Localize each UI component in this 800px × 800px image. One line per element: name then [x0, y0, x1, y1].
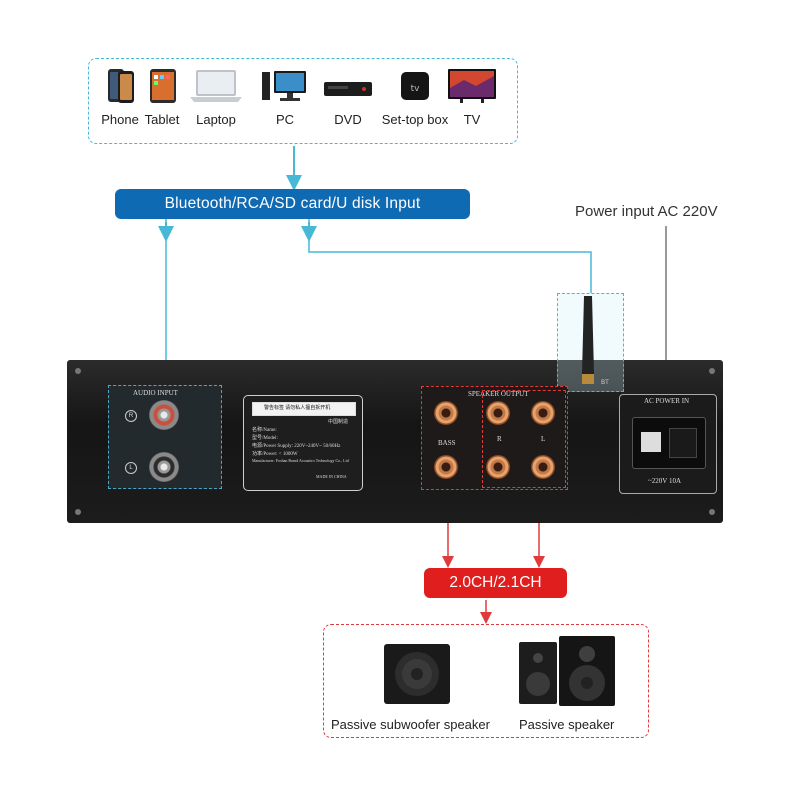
channel-r-marker: R: [125, 410, 137, 422]
speakers-box: [323, 624, 649, 738]
ac-power-panel: AC POWER IN ~220V 10A: [619, 394, 717, 494]
device-set-top-box: tv Set-top box: [374, 66, 456, 127]
device-pc: PC: [255, 66, 315, 127]
tablet-icon: [150, 69, 176, 103]
set-top-box-icon: tv: [401, 72, 429, 100]
dvd-icon: [324, 82, 372, 96]
audio-input-panel: AUDIO INPUT R L: [108, 385, 222, 489]
device-label: Tablet: [144, 112, 180, 127]
bt-label: BT: [601, 379, 609, 386]
plate-power: 功率/Power: < 1000W: [252, 452, 298, 457]
plate-maker: Manufacturer: Foshan Brand Acoustics Tec…: [252, 458, 349, 463]
subwoofer-icon: [384, 644, 450, 704]
bookshelf-speakers-icon: [519, 636, 615, 706]
device-tablet: Tablet: [132, 66, 192, 127]
l-positive-terminal[interactable]: [531, 401, 555, 425]
ac-socket[interactable]: [632, 417, 706, 469]
bass-label: BASS: [438, 439, 456, 447]
device-phone: Phone: [90, 66, 150, 127]
input-to-antenna-line: [308, 219, 592, 293]
plate-made-in: MADE IN CHINA: [316, 474, 347, 479]
bass-positive-terminal[interactable]: [434, 401, 458, 425]
device-label: Laptop: [196, 112, 236, 127]
device-label: DVD: [334, 112, 362, 127]
laptop-icon: [190, 70, 242, 102]
speaker-label: Passive speaker: [519, 717, 615, 732]
rca-jack-left[interactable]: [149, 452, 179, 482]
screw-icon: [75, 509, 81, 515]
r-output-label: R: [497, 435, 502, 443]
bass-negative-terminal[interactable]: [434, 455, 458, 479]
screw-icon: [75, 368, 81, 374]
subwoofer-label: Passive subwoofer speaker: [331, 717, 490, 732]
screw-icon: [709, 509, 715, 515]
speaker-output-label: SPEAKER OUTPUT: [468, 390, 529, 398]
plate-name: 名称/Name:: [252, 428, 277, 433]
device-dvd: DVD: [318, 66, 378, 127]
plate-supply: 电源/Power Supply: 220V~240V~ 50/60Hz: [252, 444, 341, 449]
tv-icon: [448, 69, 496, 103]
ac-power-label: AC POWER IN: [644, 397, 690, 405]
audio-input-label: AUDIO INPUT: [133, 389, 178, 397]
l-output-label: L: [541, 435, 546, 443]
r-positive-terminal[interactable]: [486, 401, 510, 425]
plate-model: 型号/Model:: [252, 436, 278, 441]
device-laptop: Laptop: [186, 66, 246, 127]
output-banner: 2.0CH/2.1CH: [424, 568, 567, 598]
device-label: Set-top box: [381, 112, 449, 127]
plate-brand: 中国制造: [328, 420, 349, 425]
r-negative-terminal[interactable]: [486, 455, 510, 479]
screw-icon: [709, 368, 715, 374]
svg-text:tv: tv: [411, 84, 421, 94]
phone-icon: [108, 69, 134, 103]
l-negative-terminal[interactable]: [531, 455, 555, 479]
lr-output-panel: R L: [482, 390, 566, 488]
device-label: TV: [463, 112, 481, 127]
channel-l-marker: L: [125, 462, 137, 474]
rca-jack-right[interactable]: [149, 400, 179, 430]
source-devices-box: [88, 58, 518, 144]
pc-icon: [262, 71, 306, 101]
power-input-label: Power input AC 220V: [575, 203, 718, 220]
device-tv: TV: [442, 66, 502, 127]
antenna-icon: BT: [582, 296, 609, 386]
ac-rating: ~220V 10A: [648, 477, 682, 485]
spec-label-plate: 警告标签 请勿私人擅自拆开机 名称/Name: 型号/Model: 电源/Pow…: [243, 395, 363, 491]
device-label: Phone: [101, 112, 139, 127]
device-label: PC: [275, 112, 295, 127]
plate-warning: 警告标签 请勿私人擅自拆开机: [264, 406, 331, 411]
input-banner: Bluetooth/RCA/SD card/U disk Input: [115, 189, 470, 219]
